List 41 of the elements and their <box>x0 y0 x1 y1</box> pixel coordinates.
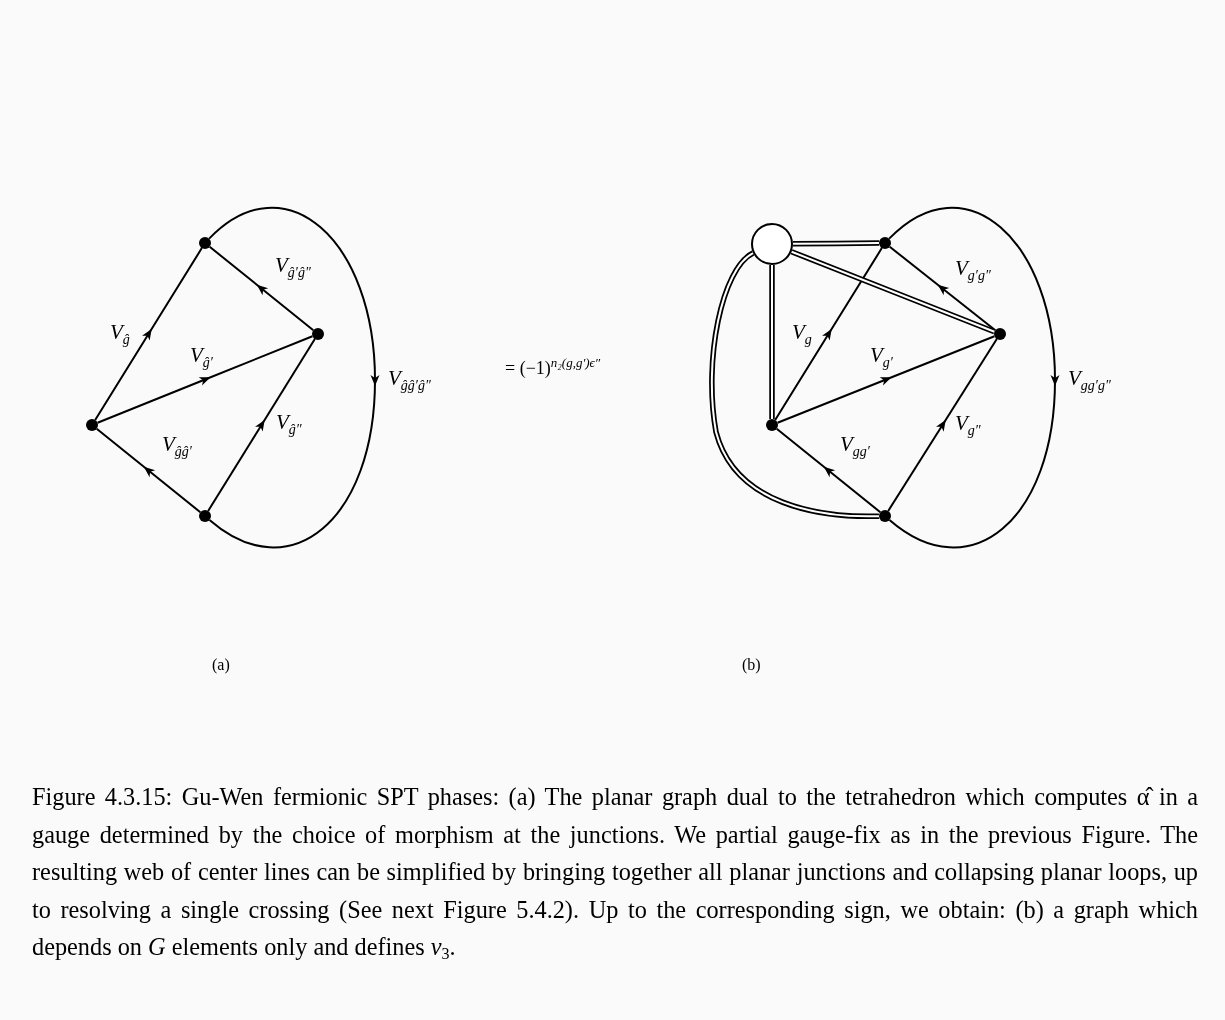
double-line <box>769 264 775 420</box>
edge-label: V$_{gg′}$ <box>840 434 870 459</box>
edge-label: V$_{ĝ}$ <box>110 322 130 347</box>
formula: = (−1)$^{n₂(g,g′)ϵ″}$ <box>505 355 601 379</box>
junction-dot <box>199 237 211 249</box>
junction-dot <box>766 419 778 431</box>
panel-label: (a) <box>212 656 230 674</box>
junction-dot <box>994 328 1006 340</box>
arrow <box>774 247 883 421</box>
double-line <box>792 240 880 247</box>
junction-dot <box>86 419 98 431</box>
caption: Figure 4.3.15: Gu-Wen fermionic SPT phases: (a) The planar graph dual to the tetrahedron which computes α̂ in a gauge determined by the choice of morphism at the junctions. We partial gauge-fix as in the previous Figure. The resulting web of center lines can be simplified by bringing together all planar junctions and collapsing planar loops, up to resolving a single crossing (See next Figure 5.4.2). Up to the corresponding sign, we obtain: (b) a graph which depends on G elements only and defines ν$_{3}$. <box>32 782 1198 964</box>
edge-label: V$_{g′}$ <box>870 345 893 370</box>
double-line <box>709 250 880 520</box>
arrow <box>776 335 996 424</box>
panel-label: (b) <box>742 656 761 674</box>
edge-label: V$_{g′g″}$ <box>955 258 991 283</box>
edge-label: V$_{ĝĝ′ĝ″}$ <box>388 368 431 393</box>
junction-dot <box>879 510 891 522</box>
edge-label: V$_{ĝĝ′}$ <box>162 434 192 459</box>
edge-label: V$_{ĝ′ĝ″}$ <box>275 255 311 280</box>
open-circle <box>751 223 793 265</box>
arrow <box>888 206 1060 549</box>
arrow <box>95 427 202 514</box>
edge-label: V$_{g″}$ <box>955 413 981 438</box>
edge-label: V$_{ĝ′}$ <box>190 345 213 370</box>
arrow <box>96 335 314 424</box>
arrow <box>888 245 997 332</box>
arrow <box>208 206 380 549</box>
arrow <box>887 338 998 512</box>
double-line <box>790 249 996 335</box>
arrow <box>775 427 882 514</box>
arrow <box>208 245 315 332</box>
arrow <box>207 338 316 512</box>
edge-label: V$_{g}$ <box>792 322 812 347</box>
junction-dot <box>879 237 891 249</box>
edge-label: V$_{ĝ″}$ <box>276 412 302 437</box>
junction-dot <box>199 510 211 522</box>
arrow <box>94 247 203 421</box>
edge-label: V$_{gg′g″}$ <box>1068 368 1111 393</box>
junction-dot <box>312 328 324 340</box>
